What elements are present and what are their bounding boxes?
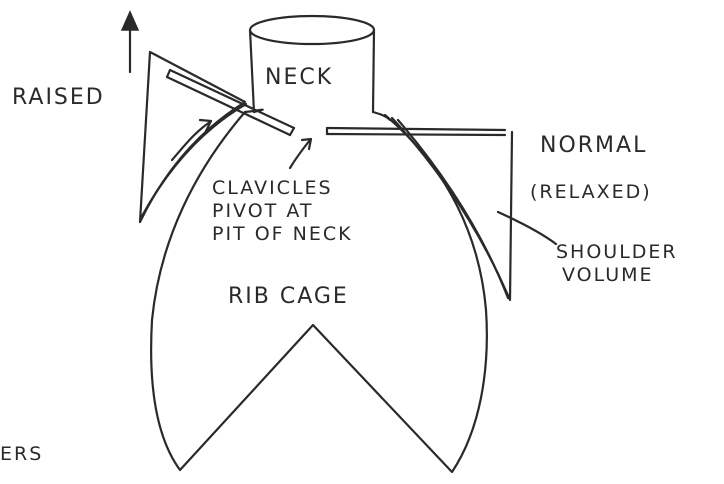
label-shoulder-line2: VOLUME — [562, 264, 654, 286]
label-normal: NORMAL — [540, 133, 647, 158]
label-raised: RAISED — [12, 85, 105, 110]
normal-shoulder-volume — [392, 118, 512, 300]
label-clavicles-line3: PIT OF NECK — [212, 223, 353, 245]
label-clavicles-line1: CLAVICLES — [212, 177, 333, 199]
shoulder-volume-leader — [498, 212, 556, 244]
neck-cylinder — [250, 16, 374, 112]
label-neck: NECK — [265, 65, 333, 90]
raise-motion-arrow-icon — [172, 120, 211, 160]
label-relaxed: (RELAXED) — [530, 181, 652, 203]
pivot-arrow-icon — [290, 139, 311, 168]
label-shoulder-line1: SHOULDER — [556, 241, 678, 263]
label-rib-cage: RIB CAGE — [228, 284, 349, 309]
raised-arrow-icon — [122, 12, 138, 72]
normal-shoulder-inner-curve — [398, 120, 508, 298]
normal-clavicle — [327, 128, 505, 135]
label-clavicles-line2: PIVOT AT — [212, 200, 313, 222]
label-cut-off: ERS — [0, 443, 43, 465]
